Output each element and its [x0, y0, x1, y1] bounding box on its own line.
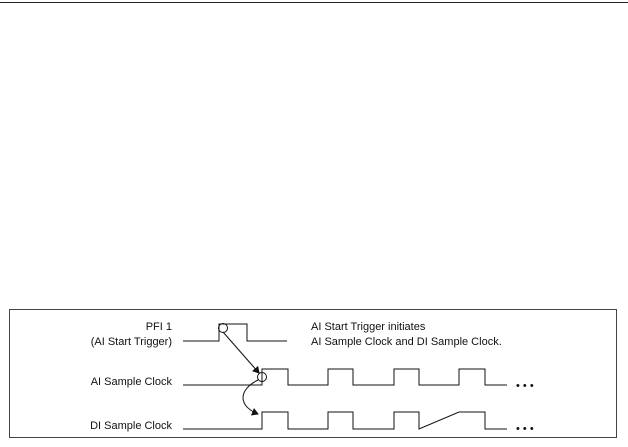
di-sample-clock-waveform: [183, 411, 507, 430]
ai-edge-marker: [257, 372, 267, 382]
figure-frame: [9, 309, 617, 438]
pfi1-waveform: [183, 323, 287, 342]
page-top-rule: [0, 2, 628, 3]
trigger-to-ai-arrow: [222, 331, 260, 374]
di-sample-clock-label: DI Sample Clock: [90, 420, 172, 432]
pfi1-label: PFI 1: [146, 321, 172, 333]
ai-to-di-arrow: [242, 379, 259, 416]
pfi1-edge-marker: [218, 323, 228, 333]
ai-sample-clock-waveform: [183, 368, 507, 386]
annotation-line-2: AI Sample Clock and DI Sample Clock.: [311, 336, 502, 348]
ai-sample-clock-label: AI Sample Clock: [91, 376, 173, 388]
ai-start-trigger-label: (AI Start Trigger): [91, 336, 172, 348]
di-continuation-dots: • • •: [516, 423, 534, 435]
ai-continuation-dots: • • •: [516, 380, 534, 392]
annotation-line-1: AI Start Trigger initiates: [311, 321, 426, 333]
